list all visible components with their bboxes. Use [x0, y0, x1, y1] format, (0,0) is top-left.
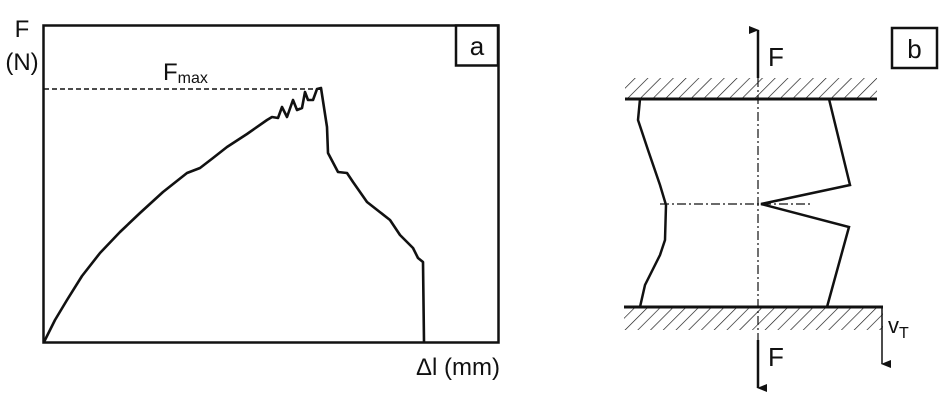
panel-b-specimen-schematic: b F F vT [624, 26, 939, 392]
panel-a-force-elongation-chart: a F (N) Δl (mm) Fmax [5, 16, 500, 381]
top-plate-hatch [625, 78, 877, 98]
force-top-label: F [768, 42, 784, 72]
plot-frame [42, 24, 500, 344]
panel-label-a: a [470, 31, 485, 61]
specimen-right-edge-notch [760, 98, 852, 308]
specimen-left-edge [636, 98, 668, 308]
bottom-plate-hatch [624, 308, 883, 330]
y-axis-symbol: F [15, 16, 30, 43]
force-curve [42, 86, 426, 343]
panel-label-b: b [907, 34, 921, 64]
y-axis-unit: (N) [5, 49, 38, 76]
panel-label-box-b [890, 26, 939, 70]
x-axis-label: Δl (mm) [416, 354, 500, 381]
velocity-label: vT [888, 313, 909, 342]
fmax-label: Fmax [163, 59, 208, 87]
force-bottom-label: F [768, 342, 784, 372]
panel-label-box-a [454, 24, 500, 67]
